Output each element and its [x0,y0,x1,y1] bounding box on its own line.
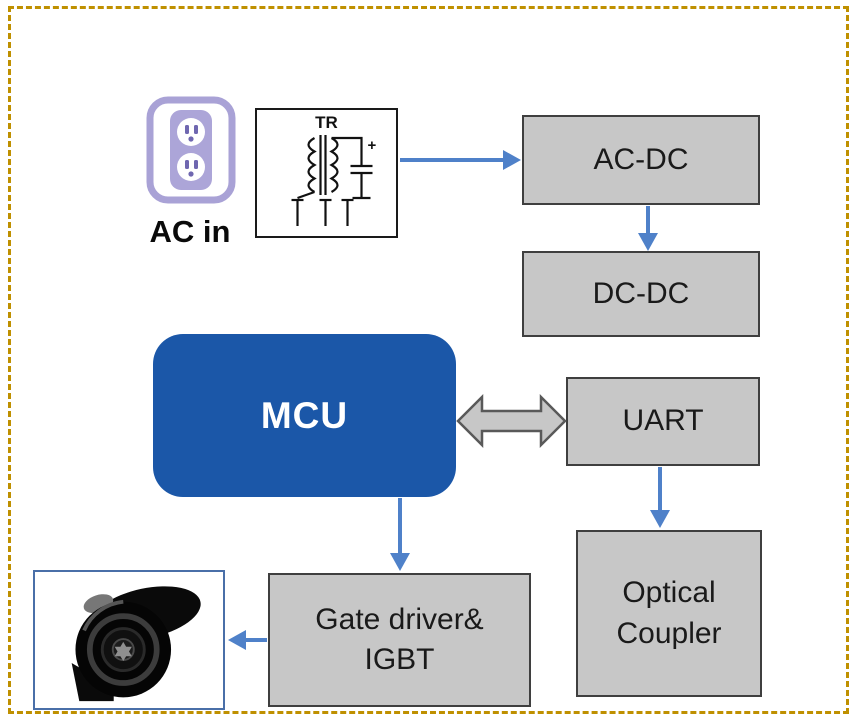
motor-frame [33,570,225,710]
node-dc-dc: DC-DC [522,251,760,337]
double-arrow-icon [456,393,567,449]
node-uart: UART [566,377,760,466]
blower-motor-icon [71,586,201,702]
transformer-label: TR [315,113,338,132]
svg-text:+: + [368,137,377,154]
node-optical-coupler: Optical Coupler [576,530,762,697]
ac-in-label: AC in [149,214,231,249]
transformer-box: TR + [255,108,398,238]
ac-outlet-icon [146,96,236,204]
arrow-mcu-to-gatedriver [390,498,410,571]
arrow-uart-to-optical [650,467,670,528]
arrow-tr-to-acdc [400,150,521,170]
node-mcu: MCU [153,334,456,497]
node-gate-driver-igbt: Gate driver& IGBT [268,573,531,707]
arrow-gatedriver-to-motor [228,630,267,650]
transformer-icon: + [291,135,377,226]
node-ac-dc: AC-DC [522,115,760,205]
arrow-acdc-to-dcdc [638,206,658,251]
